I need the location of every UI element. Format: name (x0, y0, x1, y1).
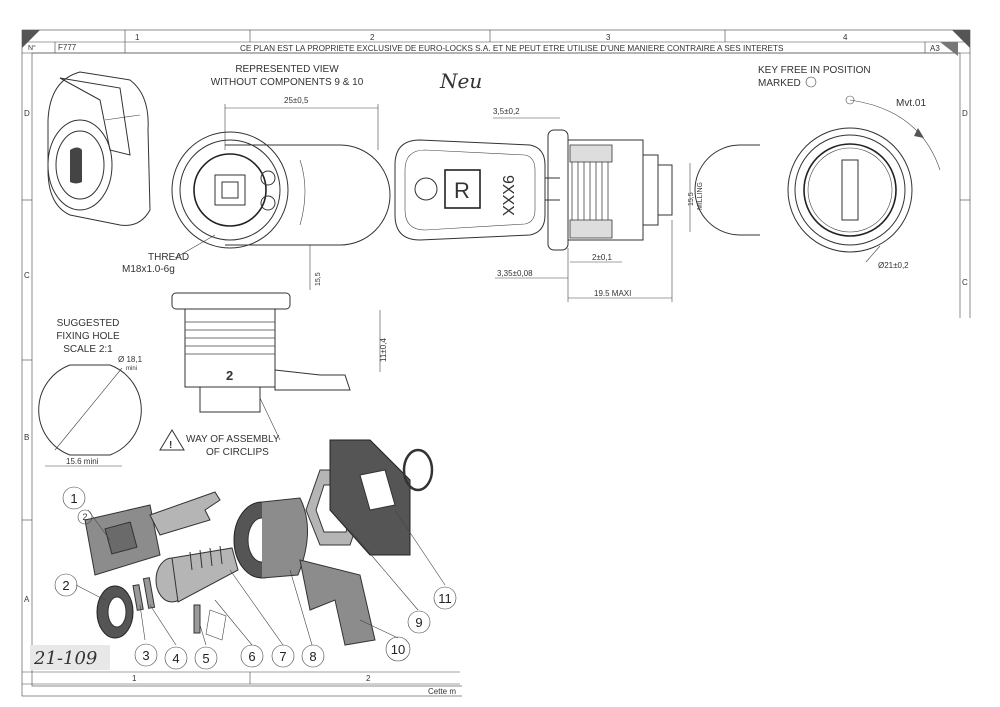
svg-text:2: 2 (82, 512, 87, 522)
svg-text:!: ! (169, 440, 172, 451)
dim-35: 3,5±0,2 (493, 107, 520, 116)
represented-view-line2: WITHOUT COMPONENTS 9 & 10 (211, 77, 364, 88)
marked-circle-icon (805, 76, 817, 88)
ownership-notice: CE PLAN EST LA PROPRIETE EXCLUSIVE DE EU… (240, 44, 784, 53)
keyway-icon (70, 147, 82, 184)
callout-5: 5 (194, 646, 218, 670)
svg-text:2: 2 (62, 578, 69, 593)
fixing-hole-view: SUGGESTED FIXING HOLE SCALE 2:1 Ø 18,1 m… (38, 318, 143, 467)
suggested-line2: FIXING HOLE (56, 331, 120, 342)
grid-col-1: 1 (135, 33, 140, 42)
grid-col-bottom-2: 2 (366, 674, 371, 683)
side-section-view: 2 11±0,4 ! WAY OF ASSEMBLY OF CIRCLIPS (159, 292, 388, 458)
cam-plate (274, 369, 351, 391)
dim-155-tol: 15,5 (315, 272, 322, 286)
dim-2: 2±0,1 (592, 253, 613, 262)
svg-text:8: 8 (309, 649, 316, 664)
movement-label: Mvt.01 (896, 98, 926, 109)
svg-text:10: 10 (391, 642, 405, 657)
title-block: N° F777 CE PLAN EST LA PROPRIETE EXCLUSI… (28, 43, 940, 53)
dim-155-milling-b: MILLING (697, 182, 704, 210)
assembly-line1: WAY OF ASSEMBLY (186, 434, 280, 445)
key-logo-letter: R (454, 178, 470, 203)
thread-label-line1: THREAD (148, 252, 189, 263)
rear-view: Mvt.01 Ø21±0,2 (694, 95, 941, 270)
callout-2-small: 2 (77, 509, 93, 525)
sheet-format: A3 (930, 44, 940, 53)
key-drawing: R 9XXX (394, 139, 560, 241)
svg-text:4: 4 (172, 651, 179, 666)
dim-195: 19.5 MAXI (594, 289, 631, 298)
svg-text:6: 6 (248, 649, 255, 664)
callout-10: 10 (385, 636, 411, 662)
grid-row-c: C (24, 271, 30, 280)
number-label: N° (28, 44, 36, 52)
drawing-code: F777 (58, 43, 77, 52)
svg-text:5: 5 (202, 651, 209, 666)
dim-335: 3,35±0,08 (497, 269, 533, 278)
thread-label-line2: M18x1.0-6g (122, 264, 175, 275)
svg-text:1: 1 (70, 491, 77, 506)
warning-triangle-icon (159, 429, 185, 451)
body-mark: 2 (226, 368, 233, 383)
dim-mini: mini (126, 366, 137, 372)
keyway-slot-icon (841, 159, 859, 221)
handwritten-reference: 21-109 (30, 645, 110, 670)
svg-text:7: 7 (279, 649, 286, 664)
footer-text: Cette m (428, 687, 456, 696)
callout-7: 7 (271, 644, 295, 668)
handwritten-note: Neu (439, 69, 482, 93)
svg-text:9: 9 (415, 615, 422, 630)
exploded-view: 1 2 2 3 4 5 6 7 8 9 10 11 (54, 439, 457, 670)
dim-11: 11±0,4 (379, 338, 388, 362)
dim-155-milling-a: 15,5 (688, 192, 695, 206)
part-cam (299, 559, 376, 646)
key-logo-icon (444, 169, 481, 209)
assembly-line2: OF CIRCLIPS (206, 447, 269, 458)
grid-row-b: B (24, 433, 29, 442)
view-titles: REPRESENTED VIEW WITHOUT COMPONENTS 9 & … (211, 64, 871, 93)
svg-text:21-109: 21-109 (33, 648, 97, 669)
callout-2: 2 (54, 573, 78, 597)
perspective-lock-view (47, 71, 151, 226)
callout-8: 8 (301, 644, 325, 668)
key-free-line1: KEY FREE IN POSITION (758, 65, 871, 76)
front-view-with-cam: 25±0,5 15,5 THREAD M18x1.0-6g (122, 96, 391, 290)
suggested-line3: SCALE 2:1 (63, 344, 113, 355)
side-view-lock-body: 3,5±0,2 15,5 MILLING 2±0,1 3,35±0,08 19.… (493, 107, 704, 302)
callout-6: 6 (240, 644, 264, 668)
key-code: 9XXX (499, 175, 516, 216)
drawing-frame (21, 29, 1000, 707)
dim-181: Ø 18,1 (118, 355, 143, 364)
callout-11: 11 (433, 586, 457, 610)
part-circlip (402, 448, 434, 492)
grid-col-4: 4 (843, 33, 848, 42)
grid-row-right-d: D (962, 109, 968, 118)
callout-9: 9 (407, 610, 431, 634)
callout-3: 3 (134, 643, 158, 667)
grid-col-bottom-1: 1 (132, 674, 137, 683)
callout-1: 1 (62, 486, 86, 510)
grid-row-right-c: C (962, 278, 968, 287)
key-free-line2: MARKED (758, 78, 801, 89)
dim-25: 25±0,5 (284, 96, 309, 105)
dim-156: 15.6 mini (66, 457, 99, 466)
grid-labels: 1 2 3 4 1 2 D C B A D C (24, 33, 968, 683)
represented-view-line1: REPRESENTED VIEW (235, 64, 339, 75)
dim-21: Ø21±0,2 (878, 261, 909, 270)
grid-row-a: A (24, 595, 30, 604)
grid-row-d: D (24, 109, 30, 118)
svg-text:3: 3 (142, 648, 149, 663)
suggested-line1: SUGGESTED (57, 318, 120, 329)
callout-4: 4 (164, 646, 188, 670)
svg-text:11: 11 (438, 591, 452, 606)
grid-col-3: 3 (606, 33, 611, 42)
grid-col-2: 2 (370, 33, 375, 42)
